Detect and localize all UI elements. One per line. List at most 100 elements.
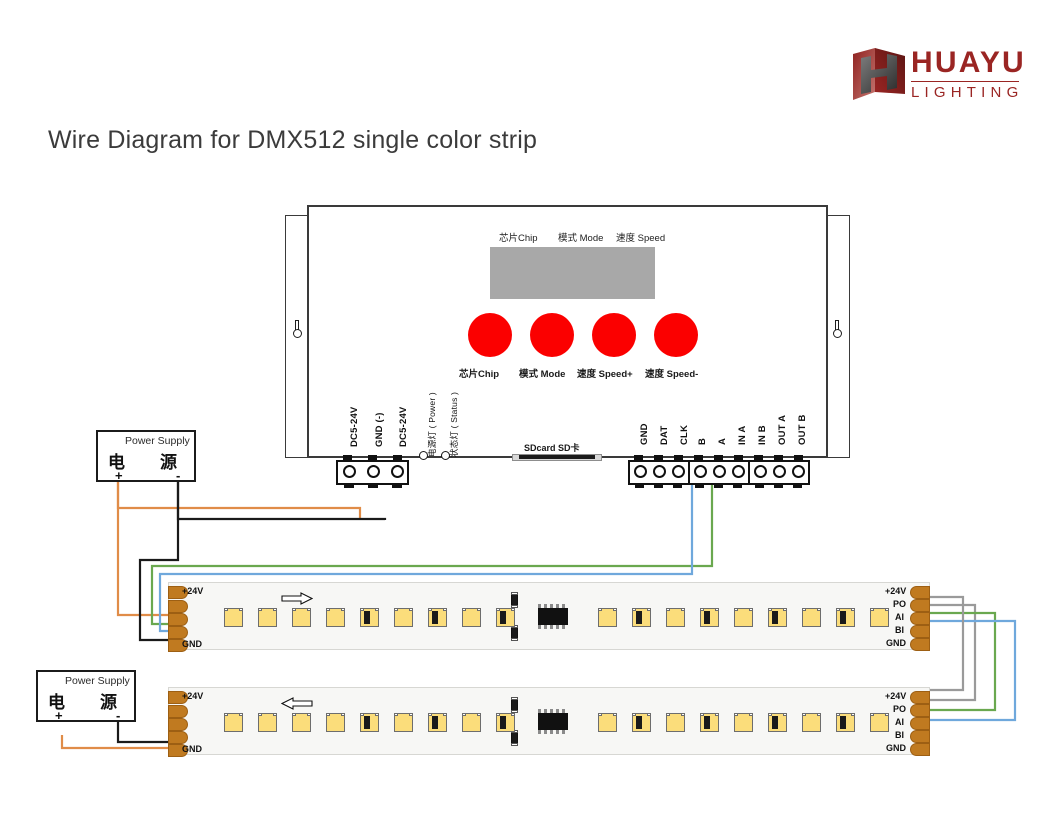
strip-resistor bbox=[432, 611, 438, 624]
strip-led bbox=[597, 712, 618, 732]
strip-bottom-right-label-bi: BI bbox=[895, 730, 904, 740]
label-gnd: GND bbox=[639, 423, 650, 445]
strip-resistor bbox=[364, 716, 370, 729]
strip-led bbox=[257, 712, 278, 732]
psu1-minus: - bbox=[176, 468, 181, 483]
button-label-chip: 芯片Chip bbox=[459, 369, 500, 380]
label-in-b: IN B bbox=[757, 425, 768, 445]
label-status-indicator: 状态灯 ( Status ) bbox=[449, 391, 459, 457]
strip-top-left-label-24v: +24V bbox=[182, 586, 204, 596]
label-a: A bbox=[717, 437, 728, 445]
brand-name: HUAYU bbox=[911, 46, 1026, 79]
mounting-ear-left bbox=[285, 215, 309, 458]
strip-top-resistor bbox=[511, 625, 518, 641]
psu1-title: Power Supply bbox=[125, 435, 190, 447]
psu2-title: Power Supply bbox=[65, 675, 130, 687]
strip-resistor bbox=[364, 611, 370, 624]
display-header-labels: 芯片Chip 模式 Mode 速度 Speed bbox=[285, 230, 850, 244]
psu2-cn-left: 电 bbox=[48, 693, 65, 712]
strip-led bbox=[665, 712, 686, 732]
psu1-plus: + bbox=[115, 468, 123, 483]
strip-bottom-left-label-gnd: GND bbox=[182, 744, 202, 754]
label-clk: CLK bbox=[679, 424, 690, 445]
strip-resistor bbox=[636, 716, 642, 729]
button-label-speed-down: 速度 Speed- bbox=[645, 369, 699, 380]
strip-led bbox=[597, 607, 618, 627]
power-supply-1: Power Supply 电 源 + - bbox=[96, 430, 196, 483]
label-chip-top: 芯片Chip bbox=[499, 233, 538, 244]
button-chip[interactable] bbox=[468, 313, 512, 357]
strip-bottom-right-label-gnd: GND bbox=[886, 743, 906, 753]
flow-arrow-right-icon bbox=[281, 592, 313, 605]
brand-tagline: LIGHTING bbox=[911, 84, 1024, 101]
label-dat: DAT bbox=[659, 425, 670, 445]
power-supply-2: Power Supply 电 源 + - bbox=[36, 670, 136, 723]
strip-bottom-ic bbox=[538, 713, 568, 730]
button-speed-down[interactable] bbox=[654, 313, 698, 357]
huayu-h-logomark bbox=[853, 48, 905, 100]
strip-bottom-right-label-ai: AI bbox=[895, 717, 904, 727]
keyhole-slot-icon bbox=[293, 320, 302, 342]
controller-button-labels: 芯片Chip 模式 Mode 速度 Speed+ 速度 Speed- bbox=[285, 366, 850, 380]
strip-led bbox=[257, 607, 278, 627]
page-title: Wire Diagram for DMX512 single color str… bbox=[48, 126, 538, 154]
strip-led bbox=[393, 607, 414, 627]
strip-bottom-right-label-po: PO bbox=[893, 704, 907, 714]
psu1-cn-left: 电 bbox=[108, 453, 125, 472]
label-out-b: OUT B bbox=[797, 414, 808, 445]
strip-led bbox=[393, 712, 414, 732]
strip-top-ic bbox=[538, 608, 568, 625]
strip-led bbox=[801, 712, 822, 732]
label-out-a: OUT A bbox=[777, 414, 788, 445]
label-mode-top: 模式 Mode bbox=[558, 233, 604, 244]
strip-top-right-label-bi: BI bbox=[895, 625, 904, 635]
label-dc5-24v-1: DC5-24V bbox=[349, 406, 360, 447]
flow-arrow-left-icon bbox=[281, 697, 313, 710]
strip-led bbox=[733, 607, 754, 627]
strip-led bbox=[325, 607, 346, 627]
strip-resistor bbox=[500, 716, 506, 729]
psu2-plus: + bbox=[55, 708, 63, 723]
strip-resistor bbox=[432, 716, 438, 729]
strip-led bbox=[869, 712, 890, 732]
brand-rule bbox=[911, 81, 1019, 82]
led-strip-top bbox=[168, 582, 930, 650]
strip-resistor bbox=[704, 611, 710, 624]
keyhole-slot-icon bbox=[833, 320, 842, 342]
button-label-mode: 模式 Mode bbox=[519, 369, 566, 380]
strip-led bbox=[801, 607, 822, 627]
strip-resistor bbox=[636, 611, 642, 624]
strip-led bbox=[869, 607, 890, 627]
button-speed-up[interactable] bbox=[592, 313, 636, 357]
strip-bottom-resistor bbox=[511, 697, 518, 713]
strip-resistor bbox=[772, 611, 778, 624]
psu2-cn-right: 源 bbox=[100, 693, 117, 712]
strip-bottom-resistor bbox=[511, 730, 518, 746]
strip-top-right-label-24v: +24V bbox=[885, 586, 907, 596]
strip-top-resistor bbox=[511, 592, 518, 608]
label-power-indicator: 电源灯 ( Power ) bbox=[427, 392, 437, 457]
psu2-minus: - bbox=[116, 708, 121, 723]
strip-top-right-label-po: PO bbox=[893, 599, 907, 609]
button-label-speed-up: 速度 Speed+ bbox=[577, 369, 633, 380]
led-strip-bottom bbox=[168, 687, 930, 755]
strip-resistor bbox=[772, 716, 778, 729]
strip-led bbox=[733, 712, 754, 732]
strip-resistor bbox=[840, 611, 846, 624]
strip-led bbox=[291, 712, 312, 732]
controller-display bbox=[490, 247, 655, 299]
strip-top-right-label-gnd: GND bbox=[886, 638, 906, 648]
strip-top-right-label-ai: AI bbox=[895, 612, 904, 622]
sdcard-slot[interactable] bbox=[519, 455, 595, 459]
dmx-controller: 芯片Chip 模式 Mode 速度 Speed 芯片Chip 模式 Mode 速… bbox=[285, 205, 850, 461]
status-led-indicator bbox=[441, 451, 450, 460]
button-mode[interactable] bbox=[530, 313, 574, 357]
sdcard-label: SDcard SD卡 bbox=[524, 443, 580, 453]
label-speed-top: 速度 Speed bbox=[616, 233, 666, 244]
psu1-cn-right: 源 bbox=[160, 453, 177, 472]
strip-led bbox=[291, 607, 312, 627]
strip-led bbox=[461, 712, 482, 732]
strip-led bbox=[325, 712, 346, 732]
strip-bottom-left-label-24v: +24V bbox=[182, 691, 204, 701]
